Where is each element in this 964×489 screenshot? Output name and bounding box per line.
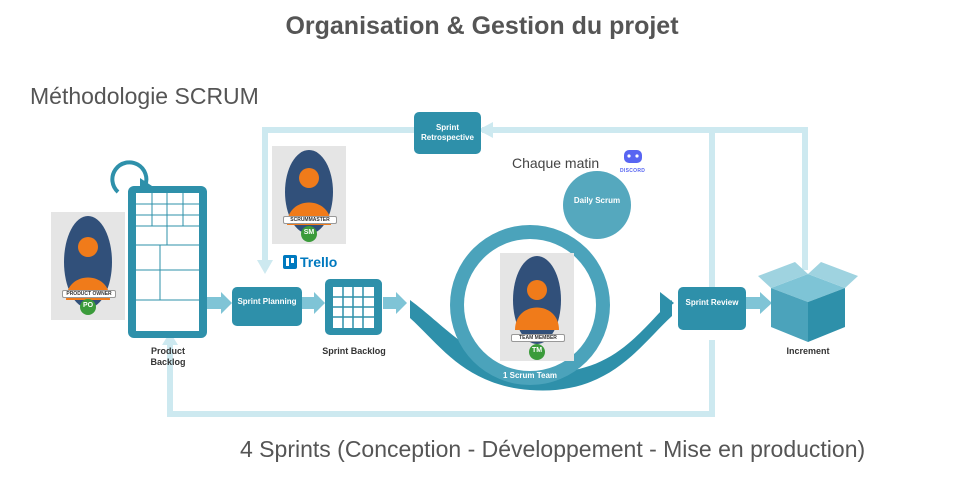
team-member-badge: TEAM MEMBER — [511, 334, 565, 342]
retro-loop-arrowhead — [478, 122, 493, 138]
arrow-backlog-to-planning — [207, 292, 232, 314]
sprint-planning-label: Sprint Planning — [237, 297, 297, 306]
sprint-backlog-grid — [333, 287, 374, 328]
product-backlog-label: Product Backlog — [150, 346, 186, 367]
discord-label: DISCORD — [620, 168, 646, 174]
trello-label: Trello — [300, 254, 338, 270]
cycle-swoosh — [410, 300, 672, 391]
team-member-initials: TM — [531, 347, 543, 354]
arrow-planning-to-sprint-backlog — [302, 292, 325, 314]
return-loop-arrowhead — [162, 332, 178, 345]
product-owner-initials: PO — [82, 302, 94, 309]
daily-scrum-bubble — [563, 171, 631, 239]
arrow-sprint-backlog-to-cycle — [383, 292, 407, 314]
sprint-review-label: Sprint Review — [685, 298, 739, 307]
page-title: Organisation & Gestion du projet — [285, 12, 679, 40]
refresh-arrow — [110, 160, 149, 194]
daily-note: Chaque matin — [512, 155, 600, 171]
scrum-team-label: 1 Scrum Team — [502, 371, 558, 380]
discord-icon — [624, 150, 642, 163]
trello-logo: Trello — [283, 252, 341, 272]
sprint-review-box — [678, 287, 746, 330]
methodology-subtitle: Méthodologie SCRUM — [30, 83, 259, 109]
return-loop-bottom — [167, 335, 715, 417]
retro-to-planning-line — [262, 127, 414, 265]
increment-loop-line — [712, 127, 808, 270]
product-owner-badge: PRODUCT OWNER — [62, 290, 116, 298]
increment-box-icon — [758, 262, 858, 342]
product-backlog-grid — [136, 193, 199, 301]
scrum-master-initials: SM — [303, 229, 315, 236]
retro-to-planning-arrowhead — [257, 260, 273, 274]
arrow-review-to-increment — [746, 292, 772, 314]
daily-scrum-label: Daily Scrum — [573, 196, 621, 205]
sprint-retrospective-box — [414, 112, 481, 154]
sprint-backlog-label: Sprint Backlog — [322, 346, 386, 356]
sprints-note: 4 Sprints (Conception - Développement - … — [240, 436, 866, 462]
sprint-retrospective-label: Sprint Retrospective — [421, 123, 474, 142]
sprint-planning-box — [232, 287, 302, 326]
cycle-arrowhead — [660, 292, 674, 314]
scrum-master-badge: SCRUMMASTER — [283, 216, 337, 224]
increment-label: Increment — [786, 346, 830, 356]
trello-icon — [283, 255, 297, 269]
product-owner-avatar — [51, 212, 125, 320]
team-member-avatar — [500, 253, 574, 361]
